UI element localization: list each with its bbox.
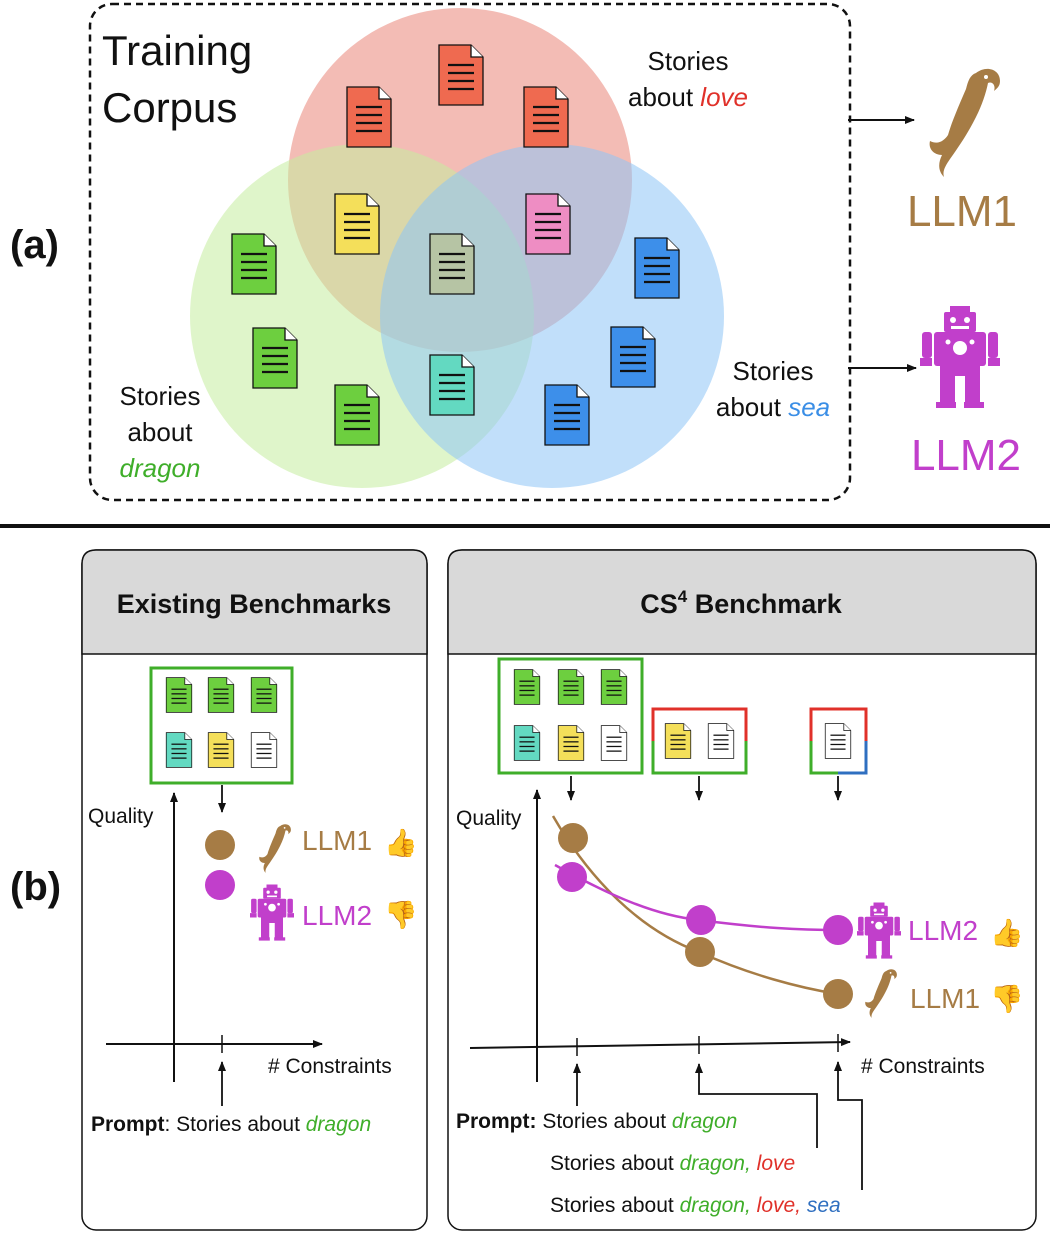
robot-icon — [920, 306, 1000, 408]
dragon-love-document-icon — [333, 192, 381, 256]
dragon-label-line2: about — [127, 417, 193, 447]
sea-keyword: sea — [801, 1194, 841, 1217]
y-axis-label: Quality — [88, 805, 154, 828]
prompt-line-3: Stories about dragon, love, sea — [550, 1194, 841, 1217]
dragon-keyword: dragon, — [680, 1194, 751, 1217]
panel-b-label: (b) — [10, 865, 61, 909]
llm1-label: LLM1 — [302, 825, 372, 856]
cs4-benchmark-panel: CS4 Benchmark Qualit — [447, 549, 1037, 1231]
x-axis-label: # Constraints — [861, 1055, 985, 1078]
llm1-label: LLM1 — [907, 187, 1017, 236]
sea-document-icon — [633, 236, 681, 300]
existing-benchmarks-panel: Existing Benchmarks Quality # Constraint… — [81, 549, 428, 1231]
cs4-benchmark-title: CS4 Benchmark — [640, 587, 843, 619]
corpus-title-line2: Corpus — [102, 84, 237, 131]
prompt-arrow-3 — [834, 1061, 863, 1190]
x-axis-label: # Constraints — [268, 1055, 392, 1078]
all-three-document-icon — [824, 722, 852, 760]
sea-document-icon — [543, 383, 591, 447]
dragon-document-icon — [251, 326, 299, 390]
thumbs-down-icon: 👎 — [384, 900, 418, 931]
dragon-document-icon — [165, 676, 193, 714]
llm2-label: LLM2 — [911, 431, 1021, 480]
dragon-sea-document-icon — [165, 731, 193, 769]
thumbs-up-icon: 👍 — [384, 827, 418, 859]
dragon-label-line1: Stories — [120, 381, 201, 411]
love-label-line2: about love — [628, 82, 748, 112]
love-document-icon — [345, 85, 393, 149]
dragon-keyword: dragon — [306, 1113, 371, 1136]
parrot-icon — [929, 68, 1000, 178]
training-corpus-box — [88, 2, 852, 502]
all-three-document-icon — [707, 722, 735, 760]
thumbs-down-icon: 👎 — [990, 984, 1024, 1015]
dragon-document-icon — [230, 232, 278, 296]
dragon-keyword: dragon, — [680, 1152, 751, 1175]
love-sea-document-icon — [524, 192, 572, 256]
sea-document-icon — [609, 325, 657, 389]
dragon-sea-document-icon — [428, 353, 476, 417]
llm2-point — [205, 870, 235, 900]
all-three-document-icon — [428, 232, 476, 296]
llm2-label: LLM2 — [908, 915, 978, 946]
sea-label-line1: Stories — [733, 356, 814, 386]
dragon-document-icon — [600, 668, 628, 706]
all-three-document-icon — [600, 724, 628, 762]
llm1-label: LLM1 — [910, 983, 980, 1014]
doc-group-box-3 — [809, 707, 868, 775]
dragon-sea-document-icon — [513, 724, 541, 762]
sea-keyword: sea — [788, 392, 830, 422]
all-three-document-icon — [250, 731, 278, 769]
llm2-point — [686, 905, 716, 935]
prompt-arrow-2 — [695, 1063, 818, 1148]
llm2-label: LLM2 — [302, 900, 372, 931]
doc-group-box-2 — [651, 707, 748, 775]
love-label-line1: Stories — [648, 46, 729, 76]
dragon-love-document-icon — [557, 724, 585, 762]
x-axis — [469, 1038, 851, 1049]
llm1-point — [823, 979, 853, 1009]
existing-benchmarks-title: Existing Benchmarks — [117, 589, 392, 619]
thumbs-up-icon: 👍 — [990, 917, 1024, 949]
love-document-icon — [522, 85, 570, 149]
llm2-point — [557, 862, 587, 892]
love-keyword: love, — [751, 1194, 801, 1217]
dragon-keyword: dragon — [672, 1110, 737, 1133]
doc-group-box — [149, 666, 294, 785]
prompt-line-1: Prompt: Stories about dragon — [456, 1110, 737, 1133]
dragon-document-icon — [207, 676, 235, 714]
llm2-point — [823, 915, 853, 945]
love-document-icon — [437, 43, 485, 107]
dragon-love-document-icon — [664, 722, 692, 760]
dragon-document-icon — [250, 676, 278, 714]
love-keyword: love — [700, 82, 748, 112]
llm1-point — [685, 937, 715, 967]
dragon-document-icon — [557, 668, 585, 706]
prompt-line-2: Stories about dragon, love — [550, 1152, 795, 1175]
dragon-document-icon — [513, 668, 541, 706]
y-axis-label: Quality — [456, 807, 522, 830]
llm1-point — [558, 823, 588, 853]
llm1-point — [205, 830, 235, 860]
doc-group-box-1 — [497, 657, 644, 775]
love-keyword: love — [751, 1152, 795, 1175]
sea-label-line2: about sea — [716, 392, 830, 422]
dragon-love-document-icon — [207, 731, 235, 769]
dragon-document-icon — [333, 383, 381, 447]
corpus-title-line1: Training — [102, 27, 252, 74]
dragon-keyword: dragon — [120, 453, 201, 483]
panel-a-label: (a) — [10, 223, 59, 267]
prompt-line: Prompt: Stories about dragon — [91, 1113, 371, 1136]
